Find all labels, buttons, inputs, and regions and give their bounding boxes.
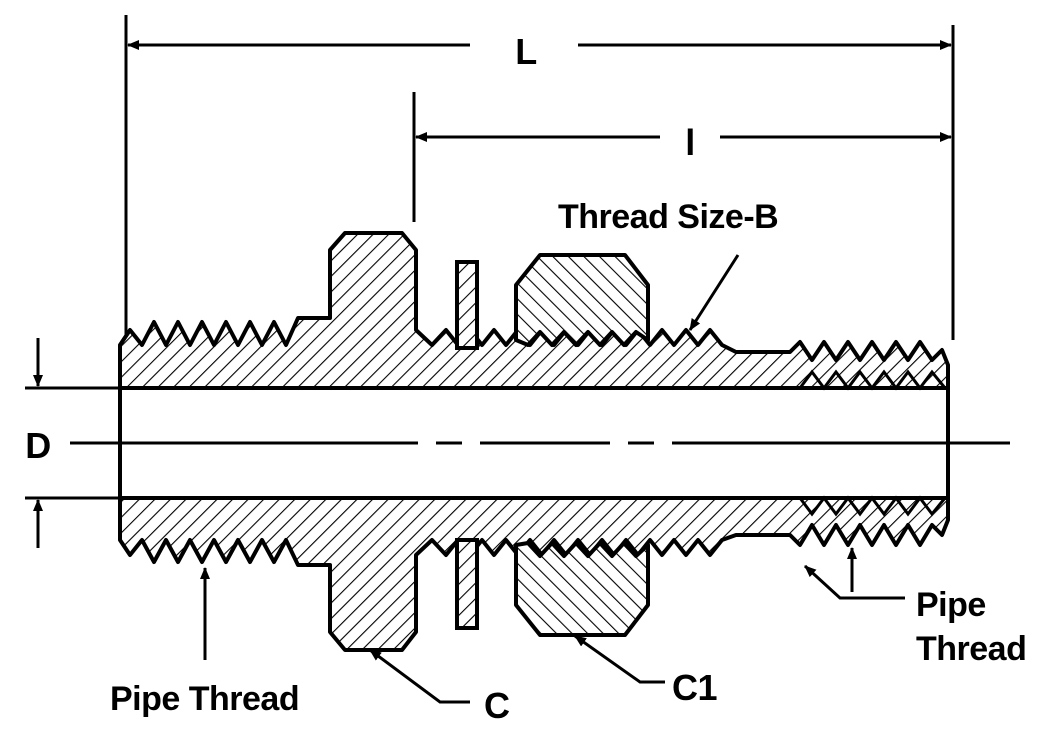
leader-pipe-thread-right	[803, 564, 905, 600]
locknut-lower	[514, 541, 650, 637]
label-l: l	[685, 122, 695, 163]
label-pipe-thread-left: Pipe Thread	[110, 680, 299, 718]
leader-c1	[574, 634, 665, 684]
locknut-upper	[514, 253, 650, 347]
label-L: L	[515, 31, 537, 72]
label-pipe-thread-right-1: Pipe	[916, 586, 986, 624]
label-pipe-thread-right-2: Thread	[916, 630, 1026, 668]
washer-lower	[455, 538, 479, 630]
label-thread-size-b: Thread Size-B	[558, 198, 778, 236]
leader-thread-size-b	[688, 254, 740, 331]
label-D: D	[25, 425, 51, 466]
leader-c	[369, 648, 470, 704]
washer-upper	[455, 260, 479, 350]
label-c: C	[484, 685, 510, 726]
label-c1: C1	[672, 667, 717, 708]
lower-body-section	[118, 496, 950, 652]
